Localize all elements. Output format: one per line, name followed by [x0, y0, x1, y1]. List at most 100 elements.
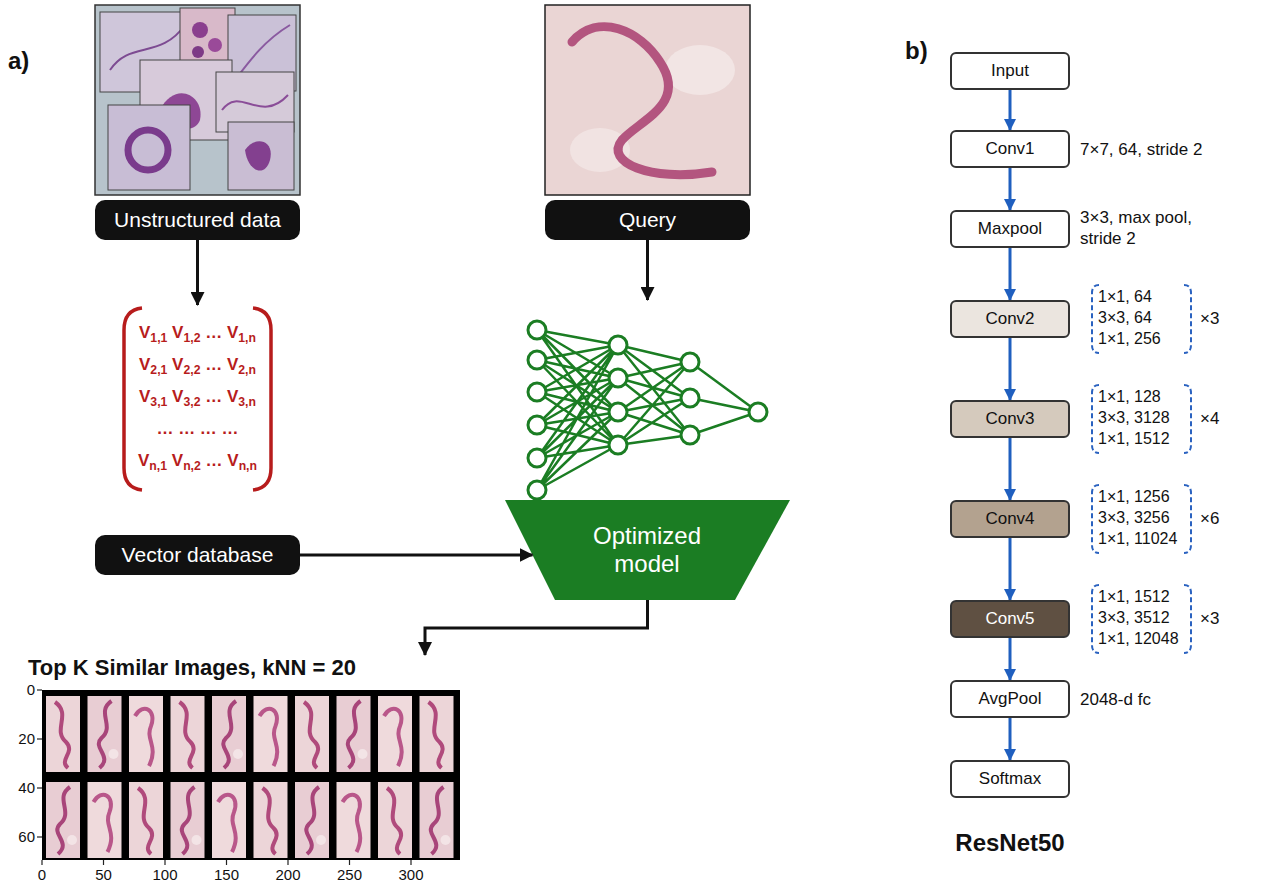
- image-collage: [95, 5, 300, 195]
- result-plot-part: [295, 696, 329, 772]
- neural-network-part-part: [609, 403, 627, 421]
- neural-network-part-part: [528, 449, 546, 467]
- panel-label: a): [8, 46, 29, 76]
- result-plot-part-part: [410, 860, 411, 865]
- layer-box: Conv2: [950, 300, 1070, 338]
- connector-arrow: [1009, 638, 1012, 680]
- image-collage-part: [108, 105, 190, 190]
- node-text: Optimized model: [562, 500, 732, 600]
- layer-box: Conv4: [950, 500, 1070, 538]
- layer-bracket-part: [1092, 285, 1099, 353]
- result-plot-part: [254, 696, 288, 772]
- process-box: Vector database: [95, 535, 300, 575]
- layer-bracket-part: [1184, 485, 1191, 553]
- neural-network-part-part: [681, 389, 699, 407]
- process-box: Unstructured data: [95, 200, 300, 240]
- axis-tick-label: 40: [0, 779, 35, 798]
- result-plot-part-part: [37, 689, 42, 690]
- result-plot-part: [88, 782, 122, 858]
- connector-arrow: [1009, 538, 1012, 600]
- result-plot-part: [88, 696, 122, 772]
- neural-network-part-part: [528, 383, 546, 401]
- image-collage-part: [208, 38, 222, 52]
- layer-bracket-part: [1092, 485, 1099, 553]
- result-title: Top K Similar Images, kNN = 20: [28, 655, 438, 683]
- neural-network: [528, 321, 767, 499]
- axis-tick-label: 300: [386, 866, 436, 885]
- axis-tick-label: 150: [202, 866, 252, 885]
- matrix-bracket: [124, 308, 271, 490]
- layer-spec: 3×3, 3512: [1098, 608, 1170, 628]
- connector-arrow: [646, 240, 649, 300]
- connector-arrow: [1009, 338, 1012, 400]
- layer-bracket-part: [1092, 385, 1099, 453]
- node-text: Conv1: [985, 139, 1034, 159]
- layer-box: Maxpool: [950, 210, 1070, 248]
- connector-arrow: [1009, 90, 1012, 130]
- result-plot-part-part: [226, 860, 227, 865]
- query-image-part: [545, 5, 750, 195]
- neural-network-part: [537, 330, 758, 490]
- result-plot-part-part: [164, 860, 165, 865]
- result-plot-part: [46, 696, 80, 772]
- neural-network-part-part: [749, 403, 767, 421]
- connector-arrow: [1009, 438, 1012, 500]
- result-plot-part: [295, 782, 329, 858]
- node-text: Vector database: [122, 543, 274, 567]
- result-plot-part-part: [41, 860, 42, 865]
- process-box: Query: [545, 200, 750, 240]
- axis-tick-label: 0: [17, 866, 67, 885]
- result-plot-part: [171, 696, 205, 772]
- node-text: Conv5: [985, 609, 1034, 629]
- layer-box: Conv3: [950, 400, 1070, 438]
- layer-spec: ×3: [1200, 608, 1219, 629]
- layer-spec: 3×3, 64: [1098, 308, 1152, 328]
- node-text: Maxpool: [978, 219, 1042, 239]
- image-collage-part: [245, 141, 271, 170]
- neural-network-part-part: [609, 436, 627, 454]
- result-plot-part: [337, 696, 371, 772]
- layer-box: Softmax: [950, 760, 1070, 798]
- connector-arrow: [425, 600, 648, 655]
- neural-network-part-part: [528, 416, 546, 434]
- layer-spec: 3×3, max pool, stride 2: [1080, 207, 1225, 250]
- model-name: ResNet50: [910, 828, 1110, 858]
- neural-network-part-part: [528, 481, 546, 499]
- node-text: V3,1 V3,2 … V3,n: [139, 381, 256, 413]
- layer-spec: ×4: [1200, 408, 1219, 429]
- axis-tick-label: 0: [0, 681, 35, 700]
- axis-tick-label: 250: [325, 866, 375, 885]
- result-plot-part: [46, 782, 80, 858]
- neural-network-part-part: [681, 353, 699, 371]
- node-text: … … … …: [156, 413, 238, 445]
- node-text: V1,1 V1,2 … V1,n: [139, 317, 256, 349]
- node-text: AvgPool: [978, 689, 1041, 709]
- neural-network-part-part: [681, 426, 699, 444]
- neural-network-part-part: [609, 336, 627, 354]
- image-collage-part: [128, 130, 168, 170]
- result-plot-part: [378, 782, 412, 858]
- node-text: Top K Similar Images, kNN = 20: [28, 655, 356, 680]
- node-text: Conv4: [985, 509, 1034, 529]
- result-plot-part: [37, 690, 411, 865]
- result-plot-part: [212, 782, 246, 858]
- connector-arrow: [1009, 718, 1012, 760]
- node-text: Input: [991, 61, 1029, 81]
- result-plot-part: [337, 782, 371, 858]
- layer-spec: 3×3, 3256: [1098, 508, 1170, 528]
- layer-spec: 1×1, 1256: [1098, 487, 1170, 507]
- layer-spec: 1×1, 12048: [1098, 629, 1179, 649]
- image-collage-part: [192, 46, 204, 58]
- result-plot-part: [254, 782, 288, 858]
- query-image-part: [665, 45, 735, 95]
- model-trapezoid: [505, 500, 790, 600]
- connector-arrow: [196, 240, 199, 305]
- layer-box: Conv5: [950, 600, 1070, 638]
- result-plot-part: [42, 690, 460, 860]
- result-plot-part: [212, 696, 246, 772]
- result-plot-part-part: [103, 860, 104, 865]
- axis-tick-label: 200: [263, 866, 313, 885]
- result-plot-part-part: [37, 787, 42, 788]
- neural-network-part: [528, 321, 767, 499]
